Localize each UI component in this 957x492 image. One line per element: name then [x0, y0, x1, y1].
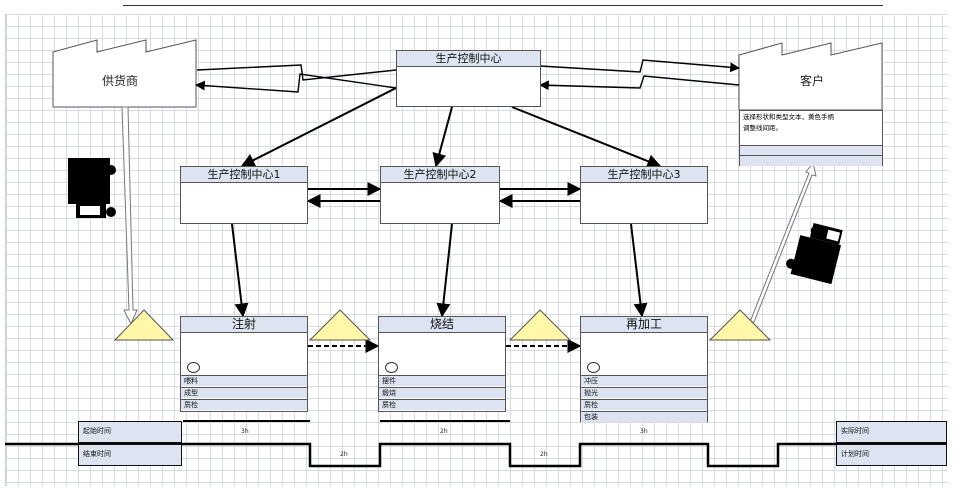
control-center-title: 生产控制中心: [397, 51, 540, 67]
info-flow-customer-to-control: [539, 75, 740, 91]
process-row: 成型: [181, 387, 307, 398]
process-row: 质检: [581, 399, 707, 410]
start-time-box: 起始时间: [78, 421, 182, 443]
control-center-3[interactable]: 生产控制中心3: [580, 166, 708, 224]
arrow-control-to-center3: [511, 106, 662, 168]
process-row: 质检: [379, 399, 505, 410]
process-title: 烧结: [379, 317, 505, 333]
inventory-triangle-2[interactable]: [308, 309, 372, 341]
customer-note-line2: 调整线间距。: [743, 124, 782, 132]
inventory-triangle-4[interactable]: [708, 309, 772, 341]
process-row: 摆件: [379, 375, 505, 386]
control-center-1-title: 生产控制中心1: [181, 167, 307, 183]
arrow-center3-to-process3: [630, 223, 648, 318]
info-flow-supplier-to-control: [196, 64, 397, 81]
supplier-label: 供货商: [102, 74, 139, 88]
process-time-2: 2h: [440, 428, 448, 435]
process-row: 煅烧: [379, 387, 505, 398]
customer-note-row: [740, 145, 882, 156]
customer-factory-icon[interactable]: [738, 42, 883, 111]
arrow-control-to-center2: [432, 106, 453, 168]
arrow-center2-to-process2: [436, 223, 453, 318]
wait-time-1: 2h: [340, 451, 348, 458]
inventory-triangle-1[interactable]: [113, 309, 175, 341]
control-center-2-title: 生产控制中心2: [381, 167, 499, 183]
timeline-line: [5, 442, 947, 468]
customer-note-line1: 选择形状和类型文本，黄色手柄: [743, 113, 834, 121]
process-row: 冲压: [581, 375, 707, 386]
operator-icon: [587, 362, 600, 373]
arrow-center1-to-process1: [231, 223, 249, 318]
info-flow-control-to-customer: [539, 59, 740, 73]
info-flow-control-to-supplier: [195, 73, 397, 93]
process-time-3: 3h: [640, 428, 648, 435]
process-row: 质检: [181, 399, 307, 410]
process-row: 喂料: [181, 375, 307, 386]
inventory-triangle-3[interactable]: [508, 309, 572, 341]
end-time-box: 结束时间: [78, 444, 182, 466]
wait-time-2: 2h: [540, 451, 548, 458]
process-time-1: 3h: [241, 428, 249, 435]
shipment-arrow-supplier: [121, 106, 138, 326]
process-row: 包装: [581, 411, 707, 422]
arrow-control-to-center1: [240, 87, 397, 167]
customer-note-table: 选择形状和类型文本，黄色手柄 调整线间距。: [739, 110, 883, 166]
operator-icon: [385, 362, 398, 373]
process-box-reprocessing[interactable]: 再加工 冲压 抛光 质检 包装: [580, 316, 708, 422]
control-center-1[interactable]: 生产控制中心1: [180, 166, 308, 224]
control-center-2[interactable]: 生产控制中心2: [380, 166, 500, 224]
process-title: 注射: [181, 317, 307, 333]
operator-icon: [187, 362, 200, 373]
truck-icon-supplier[interactable]: [68, 158, 116, 218]
process-box-sintering[interactable]: 烧结 摆件 煅烧 质检: [378, 316, 506, 412]
truck-icon-customer[interactable]: [784, 219, 845, 285]
process-box-injection[interactable]: 注射 喂料 成型 质检: [180, 316, 308, 412]
planned-time-box: 计划时间: [836, 444, 947, 466]
production-control-center[interactable]: 生产控制中心: [396, 50, 541, 107]
process-row: 抛光: [581, 387, 707, 398]
process-title: 再加工: [581, 317, 707, 333]
control-center-3-title: 生产控制中心3: [581, 167, 707, 183]
shipment-arrow-customer: [749, 161, 817, 323]
actual-time-box: 实际时间: [836, 421, 947, 443]
header-rule: [123, 5, 883, 6]
customer-label: 客户: [800, 74, 825, 88]
customer-note-row: [740, 155, 882, 166]
